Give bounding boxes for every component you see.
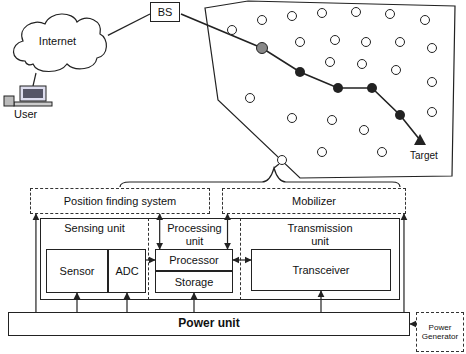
computer-icon xyxy=(4,86,52,106)
internet-user-line xyxy=(33,73,36,86)
power-bar: Power unit xyxy=(8,312,410,336)
connector xyxy=(108,14,150,35)
node-label: Sensing unit xyxy=(64,222,125,235)
unit-region: Processing unitProcessorStorage xyxy=(148,218,240,300)
connector xyxy=(233,259,251,260)
connector xyxy=(159,214,160,249)
target-label: Target xyxy=(410,150,438,161)
process-box: Transceiver xyxy=(251,249,391,291)
connector xyxy=(35,214,36,312)
connector xyxy=(403,214,404,312)
process-box: ADC xyxy=(108,249,146,293)
target-symbol xyxy=(414,134,426,145)
node-label: Internet xyxy=(39,35,76,48)
sensor-nodes xyxy=(228,8,437,165)
route-line xyxy=(181,14,420,140)
node-label: Sensor xyxy=(60,265,95,278)
node-label: Processor xyxy=(169,254,219,267)
node-label: Transmission unit xyxy=(283,222,357,247)
base-station-box: BS xyxy=(150,2,180,22)
dashed-box: Position finding system xyxy=(30,188,210,214)
brace-tip xyxy=(274,164,279,168)
process-box: Storage xyxy=(155,271,233,293)
node-label: Mobilizer xyxy=(292,195,336,208)
node-label: Power unit xyxy=(178,317,239,331)
unit-region: Sensing unitSensor ADC xyxy=(40,218,148,300)
node-label: Power Generator xyxy=(417,323,463,342)
process-box: Sensor xyxy=(46,249,108,293)
brace xyxy=(120,168,400,187)
connector xyxy=(76,293,77,312)
connector xyxy=(193,293,194,312)
user-label: User xyxy=(14,108,37,120)
gray-node xyxy=(257,43,268,54)
unit-region: Transmission unitTransceiver xyxy=(240,218,400,300)
relay-nodes xyxy=(295,67,405,120)
node-label: Processing unit xyxy=(164,222,226,247)
dashed-box: Power Generator xyxy=(416,312,464,352)
node-label: BS xyxy=(158,6,173,19)
node-label: Storage xyxy=(175,276,214,289)
cloud-shape: Internet xyxy=(5,6,110,76)
dashed-box: Mobilizer xyxy=(222,188,406,214)
node-label: Transceiver xyxy=(292,264,349,277)
connector xyxy=(227,214,228,249)
connector xyxy=(320,291,321,312)
node-label: ADC xyxy=(115,265,138,278)
sensor-field xyxy=(205,1,455,178)
connector xyxy=(126,293,127,312)
process-box: Processor xyxy=(155,249,233,271)
node-label: Position finding system xyxy=(64,195,177,208)
